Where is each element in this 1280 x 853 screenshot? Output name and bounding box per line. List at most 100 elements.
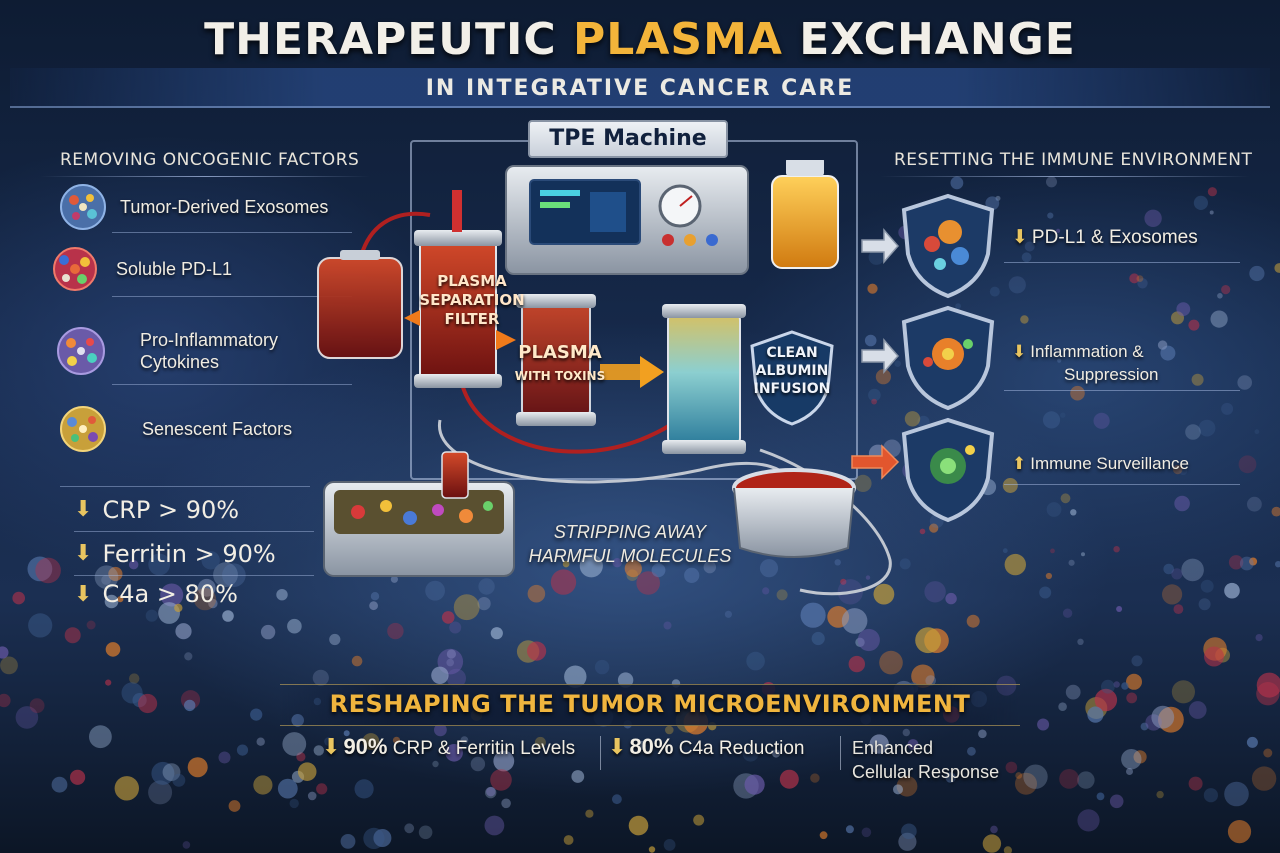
- background-cell: [329, 633, 341, 646]
- background-cell: [868, 388, 881, 402]
- background-cell: [373, 829, 392, 847]
- background-cell: [840, 578, 847, 585]
- background-cell: [1133, 750, 1147, 764]
- background-cell: [175, 623, 192, 640]
- background-cell: [989, 286, 1000, 297]
- effect-inflammation: ⬇Inflammation & Suppression: [1012, 342, 1159, 384]
- background-cell: [94, 565, 119, 589]
- background-cell: [201, 551, 220, 570]
- background-cell: [628, 815, 649, 836]
- factor-item-senescent: Senescent Factors: [52, 398, 292, 460]
- background-cell: [418, 825, 433, 840]
- albumin-canister: [667, 311, 741, 447]
- factor-item-cytokines: Pro-Inflammatory Cytokines: [50, 320, 278, 382]
- background-cell: [1251, 766, 1277, 791]
- factor-label: Senescent Factors: [142, 419, 293, 439]
- background-cell: [1275, 561, 1280, 568]
- background-cell: [172, 773, 186, 787]
- subtitle-band: [10, 68, 1270, 108]
- background-cell: [865, 575, 871, 580]
- stat-text: CRP > 90%: [102, 495, 240, 524]
- background-cell: [648, 846, 656, 853]
- background-cell: [929, 523, 939, 533]
- background-cell: [250, 708, 263, 721]
- background-cell: [387, 622, 404, 640]
- background-cell: [138, 693, 158, 714]
- background-cell: [485, 786, 497, 799]
- background-cell: [1094, 688, 1118, 712]
- background-cell: [1249, 557, 1258, 566]
- background-cell: [1224, 781, 1249, 807]
- albumin-bag: [771, 175, 839, 269]
- background-cell: [1204, 646, 1224, 667]
- stats-top-divider: [60, 486, 310, 487]
- background-cell: [1002, 548, 1008, 554]
- background-cell: [893, 784, 903, 795]
- background-cell: [1163, 563, 1174, 575]
- background-cell: [12, 591, 25, 605]
- background-cell: [1070, 385, 1085, 401]
- background-cell: [174, 603, 183, 613]
- background-cell: [1239, 556, 1254, 571]
- senescent-cell-icon: [60, 406, 106, 452]
- background-cell: [1113, 681, 1120, 688]
- background-cell: [0, 646, 9, 659]
- factor-item-pdl1: Soluble PD-L1: [44, 238, 232, 300]
- background-cell: [1217, 293, 1223, 299]
- background-cell: [879, 650, 903, 675]
- title-accent: PLASMA: [573, 14, 783, 65]
- down-arrow-icon: ⬇: [608, 734, 627, 759]
- tpe-machine-illustration: [317, 160, 892, 596]
- background-cell: [845, 825, 854, 834]
- background-cell: [354, 779, 374, 799]
- background-cell: [1081, 552, 1085, 557]
- background-cell: [1171, 568, 1183, 580]
- background-cell: [1182, 235, 1190, 243]
- background-cell: [1096, 792, 1105, 801]
- background-cell: [1171, 680, 1195, 704]
- background-cell: [1173, 604, 1184, 614]
- background-cell: [1116, 606, 1123, 612]
- tpe-machine-tag: TPE Machine: [528, 120, 728, 158]
- background-cell: [1087, 706, 1104, 723]
- background-cell: [1077, 809, 1100, 832]
- background-cell: [684, 567, 700, 584]
- background-cell: [1203, 788, 1218, 803]
- background-cell: [854, 474, 872, 492]
- background-cell: [490, 627, 503, 640]
- background-cell: [1005, 761, 1018, 774]
- background-cell: [663, 839, 676, 851]
- background-cell: [579, 554, 603, 578]
- background-cell: [1179, 467, 1188, 476]
- factor-divider: [112, 232, 352, 233]
- background-cell: [1224, 582, 1240, 599]
- separation-filter-label: PLASMA SEPARATION FILTER: [419, 272, 525, 328]
- background-cell: [222, 563, 246, 587]
- shield-icon: [901, 417, 995, 523]
- background-cell: [564, 665, 587, 688]
- background-cell: [1198, 598, 1211, 611]
- background-cell: [160, 583, 184, 607]
- exosome-cell-icon: [60, 184, 106, 230]
- background-cell: [51, 776, 68, 793]
- background-cell: [1176, 302, 1191, 316]
- background-cell: [404, 823, 415, 834]
- background-cell: [1121, 749, 1142, 770]
- background-cell: [779, 769, 799, 789]
- background-cell: [1126, 768, 1133, 775]
- blood-bag: [317, 257, 403, 359]
- background-cell: [864, 334, 877, 347]
- background-cell: [1045, 572, 1052, 580]
- factor-divider: [112, 384, 352, 385]
- background-cell: [15, 706, 39, 729]
- background-cell: [990, 825, 998, 834]
- background-cell: [663, 621, 672, 630]
- background-cell: [1050, 548, 1055, 554]
- background-cell: [1065, 684, 1081, 700]
- background-cell: [363, 827, 385, 850]
- stat-c4a: ⬇ C4a > 80%: [74, 572, 314, 616]
- background-cell: [129, 673, 140, 684]
- background-cell: [343, 730, 350, 737]
- background-cell: [121, 682, 143, 704]
- left-heading-underline: [40, 176, 370, 177]
